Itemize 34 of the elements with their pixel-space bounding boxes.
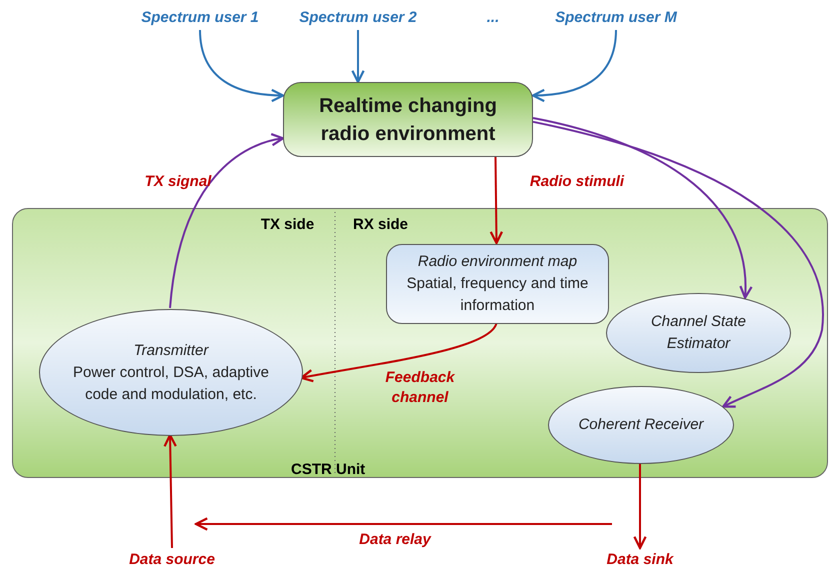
arrow bbox=[351, 30, 365, 84]
node-label: Spectrum user 1 bbox=[141, 8, 259, 28]
edge-label: Radio stimuli bbox=[528, 172, 626, 192]
node-label: Data source bbox=[129, 550, 215, 570]
box-title: Realtime changing radio environment bbox=[318, 94, 498, 146]
arrow bbox=[633, 463, 647, 550]
map-box bbox=[386, 244, 609, 324]
arrow bbox=[532, 117, 752, 299]
node-description: Spatial, frequency and time information bbox=[406, 274, 590, 316]
arrow bbox=[194, 517, 612, 531]
arrow bbox=[163, 434, 177, 548]
arrow bbox=[490, 156, 504, 244]
side-label: TX side bbox=[260, 214, 316, 235]
arrow bbox=[532, 120, 824, 408]
arrow bbox=[199, 30, 284, 102]
unit-panel bbox=[12, 208, 828, 478]
node-title: Transmitter bbox=[134, 340, 208, 360]
arrow bbox=[300, 322, 498, 382]
arrow bbox=[169, 134, 284, 308]
node-label: Data sink bbox=[606, 550, 674, 570]
node-title: Radio environment map bbox=[418, 252, 578, 272]
side-label: RX side bbox=[352, 214, 410, 235]
node-title: Channel State Estimator bbox=[650, 312, 748, 354]
arrow bbox=[532, 30, 617, 102]
node-title: Coherent Receiver bbox=[578, 415, 704, 435]
node-label: Spectrum user M bbox=[555, 8, 677, 28]
edge-label: TX signal bbox=[144, 172, 212, 192]
edge-label: Data relay bbox=[358, 530, 432, 550]
node-description: Power control, DSA, adaptive code and modulation, etc. bbox=[72, 362, 270, 404]
edge-label: Feedback channel bbox=[384, 368, 456, 408]
environment-box bbox=[283, 82, 533, 157]
ellipsis-label: ... bbox=[486, 8, 500, 28]
node-label: Spectrum user 2 bbox=[299, 8, 417, 28]
panel-title: CSTR Unit bbox=[291, 460, 366, 480]
